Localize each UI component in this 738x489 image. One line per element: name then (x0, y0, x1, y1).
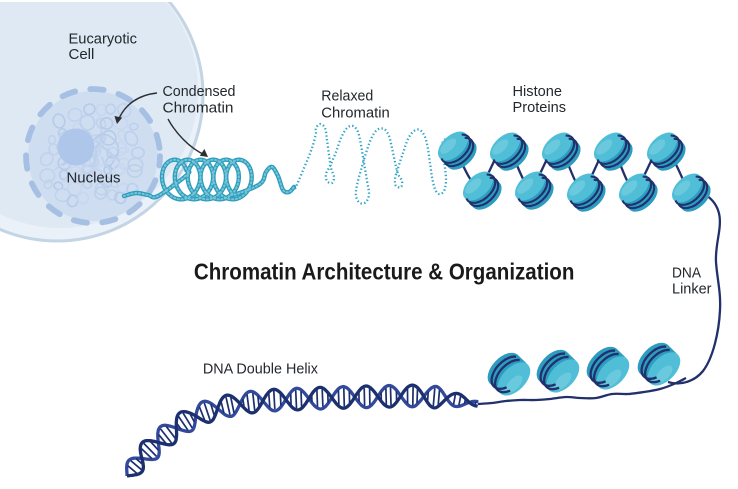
svg-text:Proteins: Proteins (513, 99, 567, 116)
svg-text:Nucleus: Nucleus (67, 169, 121, 186)
svg-text:DNA Double Helix: DNA Double Helix (203, 361, 318, 378)
svg-text:Eucaryotic: Eucaryotic (69, 30, 138, 47)
svg-text:Chromatin: Chromatin (163, 100, 234, 117)
svg-text:Linker: Linker (672, 281, 712, 298)
svg-text:Condensed: Condensed (163, 83, 236, 100)
svg-text:Histone: Histone (513, 83, 563, 100)
svg-text:Chromatin Architecture & Organ: Chromatin Architecture & Organization (194, 259, 575, 285)
svg-text:DNA: DNA (672, 264, 701, 281)
svg-text:Cell: Cell (69, 46, 95, 63)
svg-text:Chromatin: Chromatin (321, 104, 390, 121)
svg-text:Relaxed: Relaxed (321, 88, 373, 105)
